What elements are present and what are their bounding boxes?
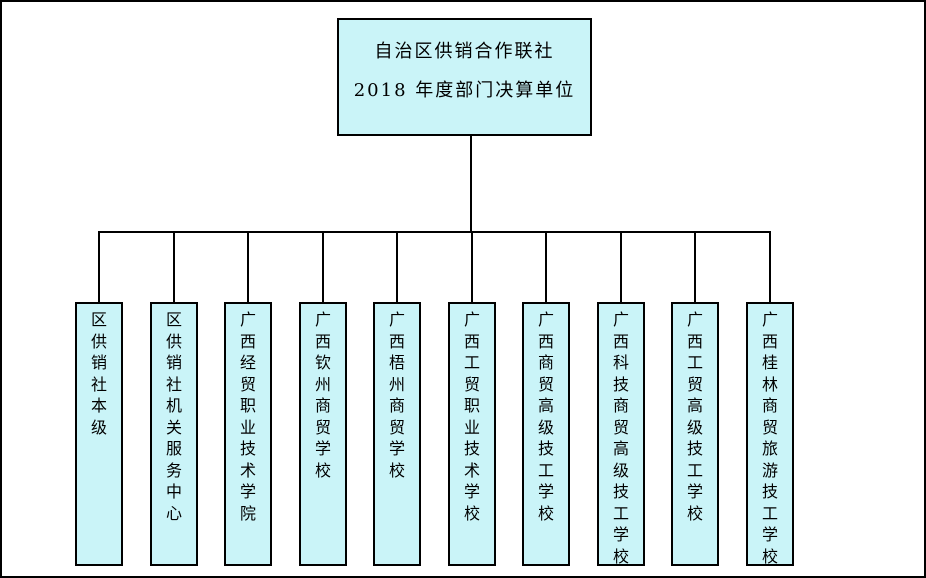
child-node-9: 广西工贸高级技工学校 bbox=[671, 302, 719, 566]
root-title-line2: 2018 年度部门决算单位 bbox=[353, 80, 576, 101]
connector-drop-9 bbox=[694, 231, 696, 302]
child-node-label: 区供销社机关服务中心 bbox=[166, 310, 183, 523]
connector-root-stem bbox=[470, 136, 472, 233]
connector-bus bbox=[98, 231, 771, 233]
child-node-label: 广西梧州商贸学校 bbox=[389, 310, 406, 480]
child-node-3: 广西经贸职业技术学院 bbox=[224, 302, 272, 566]
root-title-line1: 自治区供销合作联社 bbox=[374, 41, 555, 62]
child-node-label: 广西工贸职业技术学校 bbox=[464, 310, 481, 523]
child-node-8: 广西科技商贸高级技工学校 bbox=[597, 302, 645, 566]
root-node: 自治区供销合作联社 2018 年度部门决算单位 bbox=[337, 18, 592, 136]
child-node-4: 广西钦州商贸学校 bbox=[299, 302, 347, 566]
child-node-label: 广西钦州商贸学校 bbox=[315, 310, 332, 480]
child-node-5: 广西梧州商贸学校 bbox=[373, 302, 421, 566]
child-node-7: 广西商贸高级技工学校 bbox=[522, 302, 570, 566]
child-node-2: 区供销社机关服务中心 bbox=[150, 302, 198, 566]
connector-drop-2 bbox=[173, 231, 175, 302]
child-node-label: 广西经贸职业技术学院 bbox=[240, 310, 257, 523]
child-node-label: 广西工贸高级技工学校 bbox=[687, 310, 704, 523]
connector-drop-3 bbox=[247, 231, 249, 302]
child-node-6: 广西工贸职业技术学校 bbox=[448, 302, 496, 566]
child-node-label: 广西桂林商贸旅游技工学校 bbox=[762, 310, 779, 566]
connector-drop-4 bbox=[322, 231, 324, 302]
connector-drop-5 bbox=[396, 231, 398, 302]
connector-drop-6 bbox=[471, 231, 473, 302]
connector-drop-7 bbox=[545, 231, 547, 302]
child-node-10: 广西桂林商贸旅游技工学校 bbox=[746, 302, 794, 566]
child-node-1: 区供销社本级 bbox=[75, 302, 123, 566]
connector-drop-1 bbox=[98, 231, 100, 302]
connector-drop-8 bbox=[620, 231, 622, 302]
child-node-label: 广西商贸高级技工学校 bbox=[538, 310, 555, 523]
child-node-label: 广西科技商贸高级技工学校 bbox=[613, 310, 630, 566]
connector-drop-10 bbox=[769, 231, 771, 302]
child-node-label: 区供销社本级 bbox=[91, 310, 108, 437]
